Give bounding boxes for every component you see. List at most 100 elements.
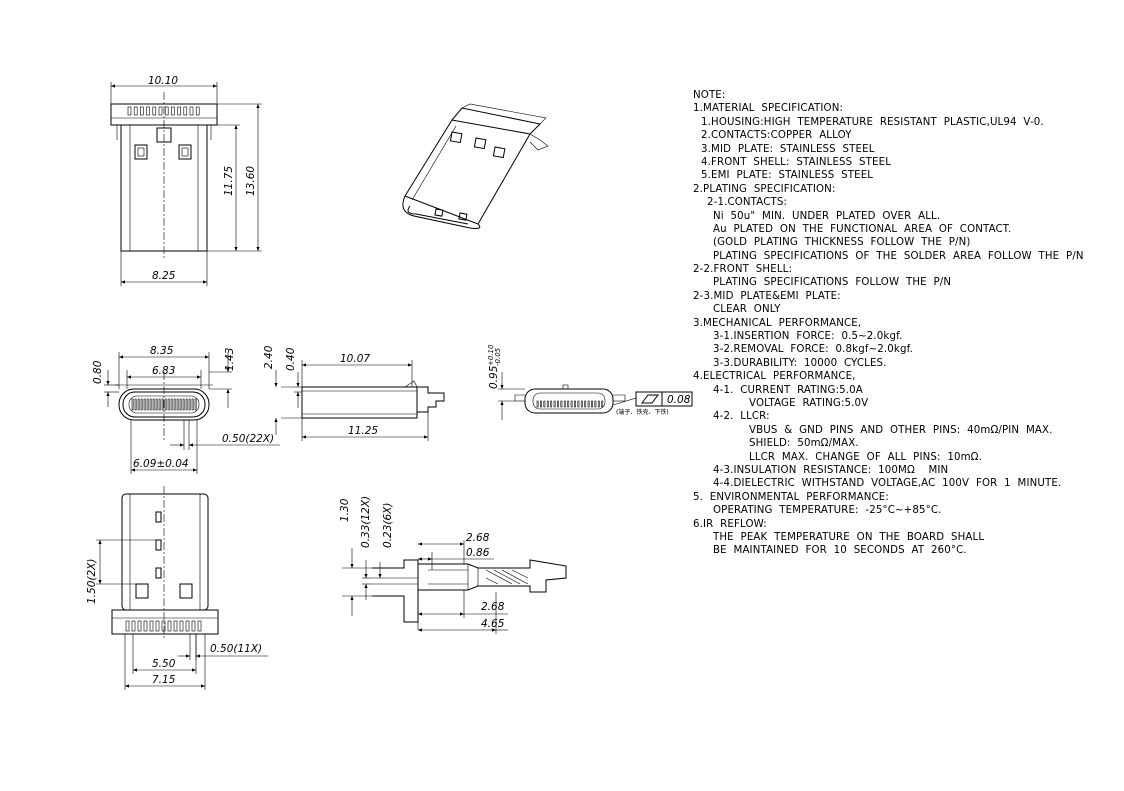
pin (155, 398, 158, 411)
note-line: 4-2. LLCR: (713, 411, 770, 423)
pin (591, 400, 593, 408)
pin (137, 398, 140, 411)
note-line: 5. ENVIRONMENTAL PERFORMANCE: (693, 491, 889, 503)
note-line: 1.MATERIAL SPECIFICATION: (693, 103, 844, 115)
pin (152, 106, 157, 116)
pin (577, 400, 580, 408)
note-line: 6.IR REFLOW: (693, 518, 767, 530)
pin (191, 398, 194, 411)
side-view: 2.40 0.40 10.07 11.25 (263, 345, 445, 441)
note-line: BE MAINTAINED FOR 10 SECONDS AT 260°C. (713, 545, 967, 557)
note-line: 1.HOUSING:HIGH TEMPERATURE RESISTANT PLA… (701, 116, 1044, 128)
dim-side-h2: 0.40 (285, 347, 297, 371)
pin (152, 398, 155, 411)
pin (173, 398, 176, 411)
pin (133, 106, 138, 116)
note-line: 2-3.MID PLATE&EMI PLATE: (693, 290, 841, 302)
note-line: Au PLATED ON THE FUNCTIONAL AREA OF CONT… (713, 223, 1012, 235)
note-line: 4-1. CURRENT RATING:5.0A (713, 384, 863, 396)
pin (158, 398, 161, 411)
pin (553, 400, 556, 408)
note-line: 4.ELECTRICAL PERFORMANCE, (693, 371, 856, 383)
pin (161, 620, 166, 632)
note-line: 3-3.DURABILITY: 10000 CYCLES. (713, 357, 887, 369)
pin (189, 106, 194, 116)
note-line: THE PEAK TEMPERATURE ON THE BOARD SHALL (713, 531, 985, 543)
dim-detail-v1: 1.30 (339, 498, 351, 522)
specification-notes: NOTE: 1.MATERIAL SPECIFICATION:1.HOUSING:… (693, 89, 1084, 558)
dim-detail-h4: 4.65 (481, 618, 505, 630)
pin (176, 398, 179, 411)
pin (137, 620, 142, 632)
pin (195, 106, 200, 116)
note-line: VBUS & GND PINS AND OTHER PINS: 40mΩ/PIN… (749, 424, 1053, 436)
pin (570, 400, 573, 408)
pin (179, 620, 184, 632)
dim-detail-h1: 2.68 (466, 532, 490, 544)
pin (161, 398, 164, 411)
pin (167, 398, 170, 411)
pin (536, 400, 539, 408)
note-line: 4-4.DIELECTRIC WITHSTAND VOLTAGE,AC 100V… (713, 478, 1062, 490)
pin (149, 398, 152, 411)
dim-top-bottom-width: 8.25 (152, 270, 176, 282)
pin (584, 400, 587, 408)
bottom-view: 1.50(2X) 5.50 7.15 0.50(11X) (86, 486, 268, 690)
pin (540, 400, 542, 408)
pin (560, 400, 563, 408)
note-line: Ni 50u" MIN. UNDER PLATED OVER ALL. (713, 210, 941, 222)
pin (155, 620, 160, 632)
dim-bottom-w2: 7.15 (152, 674, 176, 686)
dim-bottom-w1: 5.50 (152, 658, 176, 670)
dim-top-height-inner: 11.75 (223, 166, 235, 196)
pin (131, 620, 136, 632)
pin (170, 398, 173, 411)
pin (177, 106, 181, 116)
note-line: 3-2.REMOVAL FORCE: 0.8kgf~2.0kgf. (713, 344, 913, 356)
pin (164, 398, 167, 411)
note-line: 3-1.INSERTION FORCE: 0.5~2.0kgf. (713, 331, 903, 343)
note-line: 5.EMI PLATE: STAINLESS STEEL (701, 170, 874, 182)
dim-end-height: 0.95 (488, 365, 500, 389)
pin (171, 106, 175, 116)
pin (143, 398, 146, 411)
dim-end-tol-minus: -0.05 (494, 347, 502, 366)
dim-pitch-11: 0.50(11X) (210, 643, 262, 655)
dim-detail-v2: 0.33(12X) (360, 496, 372, 548)
pin (127, 106, 132, 116)
pin (546, 400, 549, 408)
note-line: (GOLD PLATING THICKNESS FOLLOW THE P/N) (713, 237, 971, 249)
pin (185, 620, 190, 632)
note-line: PLATING SPECIFICATIONS OF THE SOLDER ARE… (713, 250, 1084, 262)
pin (149, 620, 154, 632)
end-view: 0.95 +0.10 -0.05 0.08 (端子、铁壳、下铁) (487, 344, 693, 420)
pin (543, 400, 546, 408)
isometric-view (402, 103, 549, 229)
pin (182, 398, 185, 411)
dim-top-width: 10.10 (148, 75, 178, 87)
dim-front-bottom: 6.09±0.04 (133, 458, 189, 470)
note-line: LLCR MAX. CHANGE OF ALL PINS: 10mΩ. (749, 451, 983, 463)
dim-front-h-left: 0.80 (92, 360, 104, 384)
dim-top-height-total: 13.60 (245, 166, 257, 196)
pin (567, 400, 570, 408)
pin (550, 400, 553, 408)
pin (158, 106, 163, 116)
dim-side-length: 10.07 (340, 353, 370, 365)
note-line: CLEAR ONLY (713, 304, 781, 316)
pin (191, 620, 196, 632)
pin (167, 620, 172, 632)
dim-front-width: 8.35 (150, 345, 174, 357)
dim-side-total: 11.25 (348, 425, 378, 437)
note-line: NOTE: (693, 90, 726, 101)
pin (587, 400, 590, 408)
pin (188, 398, 191, 411)
note-line: 2.CONTACTS:COPPER ALLOY (701, 130, 852, 142)
pin (134, 398, 137, 411)
pin (143, 620, 148, 632)
pin (197, 620, 202, 632)
note-line: 3.MECHANICAL PERFORMANCE, (693, 317, 862, 329)
note-line: OPERATING TEMPERATURE: -25°C~+85°C. (713, 505, 942, 517)
dim-detail-h2: 0.86 (466, 547, 490, 559)
